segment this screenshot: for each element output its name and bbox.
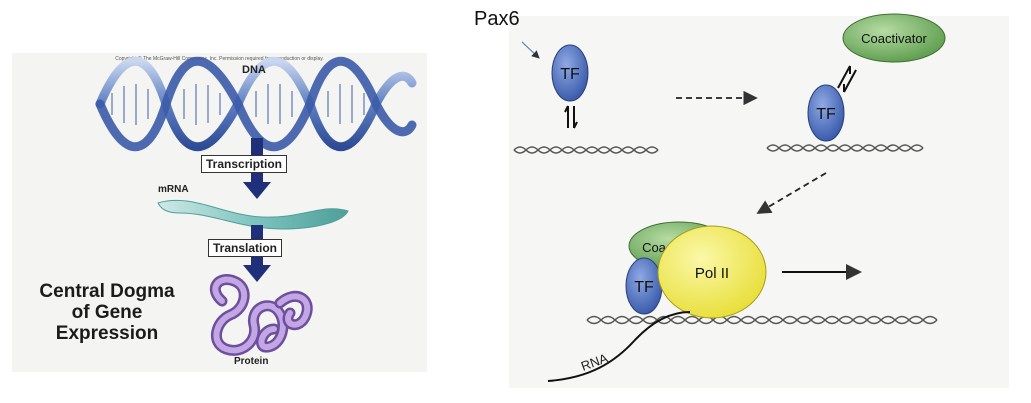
- pax6-pointer-arrow: [521, 41, 540, 59]
- tf-binding-equilibrium-arrows: [564, 105, 578, 129]
- transcription-label: Transcription: [201, 155, 288, 173]
- pol2-enzyme: [657, 225, 767, 319]
- tf-unbound-label: TF: [560, 66, 580, 83]
- dna-label: DNA: [242, 64, 266, 76]
- tf-bound-label: TF: [816, 106, 836, 123]
- dna-strand-3: [586, 315, 938, 325]
- central-dogma-figure: Copyright © The McGraw-Hill Companies, I…: [12, 53, 427, 372]
- coactivator-partial-label: Coa: [642, 240, 667, 255]
- dna-strand-1: [513, 146, 659, 154]
- copyright-notice: Copyright © The McGraw-Hill Companies, I…: [115, 56, 324, 62]
- tf-complex-label: TF: [634, 279, 654, 296]
- coactivator-binding-equilibrium-arrows: [837, 65, 857, 93]
- title-line-2: of Gene: [71, 302, 143, 323]
- translation-label: Translation: [208, 239, 283, 257]
- pol2-label: Pol II: [695, 265, 729, 282]
- coactivator-free-label: Coactivator: [861, 31, 927, 46]
- mrna-label: mRNA: [158, 184, 189, 195]
- coactivator-free: [842, 13, 946, 63]
- rna-strand: [547, 311, 691, 382]
- protein-label: Protein: [234, 356, 269, 367]
- dashed-arrow-diagonal: [756, 172, 827, 214]
- tf-bound: [807, 84, 845, 142]
- title-line-1: Central Dogma: [39, 281, 175, 302]
- central-dogma-title: Central Dogma of Gene Expression: [22, 281, 192, 344]
- protein-coil: [209, 274, 313, 356]
- pax6-label: Pax6: [474, 8, 520, 30]
- dna-strand-2: [766, 144, 924, 152]
- mrna-ribbon: [157, 199, 349, 230]
- title-line-3: Expression: [55, 323, 159, 344]
- tf-unbound: [551, 44, 589, 102]
